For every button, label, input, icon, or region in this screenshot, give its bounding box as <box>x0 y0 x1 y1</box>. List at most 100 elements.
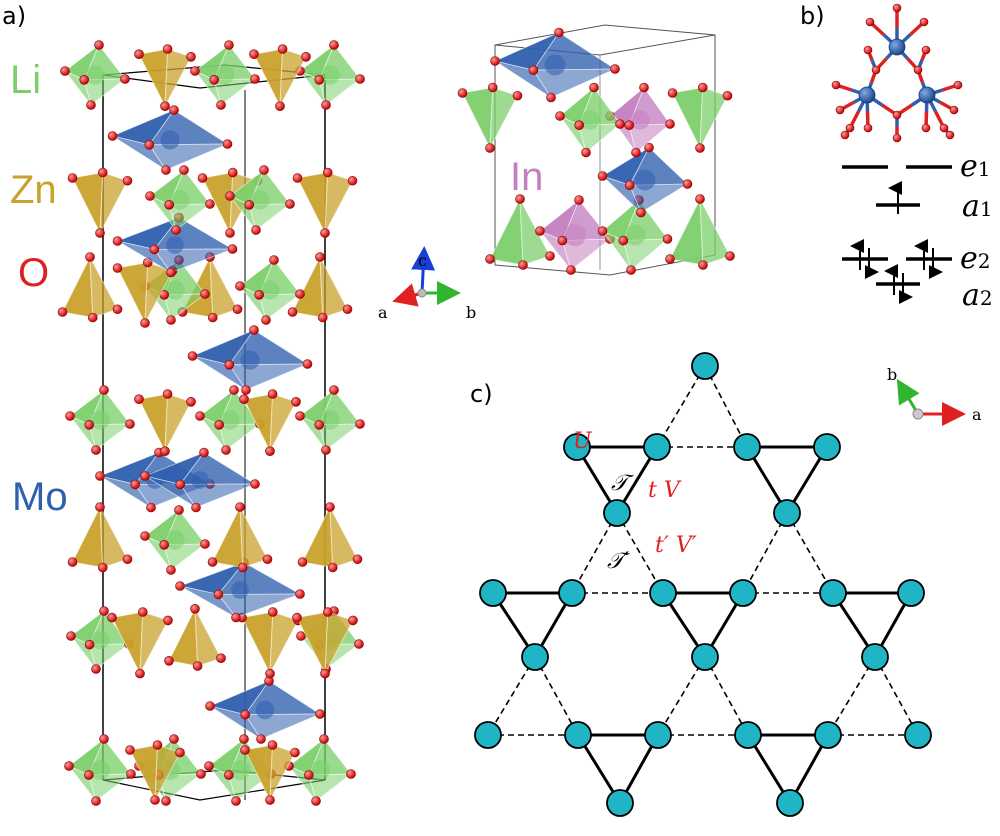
oxygen-atom <box>512 90 523 101</box>
mo-octahedron <box>107 105 233 175</box>
oxygen-atom <box>224 40 234 50</box>
oxygen-atom <box>150 795 160 805</box>
oxygen-atom <box>171 225 181 235</box>
oxygen-atom <box>667 88 678 98</box>
oxygen-atom <box>265 795 275 805</box>
oxygen-atom <box>871 65 881 75</box>
zoom-polyhedra <box>457 27 735 275</box>
oxygen-atom <box>196 769 206 779</box>
bond-inter <box>656 365 706 448</box>
oxygen-atom <box>161 165 171 175</box>
oxygen-atom <box>557 235 568 246</box>
oxygen-atom <box>301 51 311 62</box>
oxygen-atom <box>95 228 105 238</box>
oxygen-atom <box>921 123 931 133</box>
oxygen-atom <box>99 734 109 744</box>
oxygen-atom <box>250 74 260 84</box>
oxygen-atom <box>845 123 855 133</box>
zn-tetrahedron <box>297 502 363 573</box>
oxygen-atom <box>831 80 841 90</box>
oxygen-atom <box>329 40 339 50</box>
oxygen-atom <box>140 318 150 328</box>
bond-inter <box>616 512 664 594</box>
oxygen-atom <box>166 565 176 575</box>
axes-triad-a: c a b <box>378 246 476 322</box>
oxygen-atom <box>160 101 170 111</box>
oxygen-atom <box>122 554 133 565</box>
lattice-site <box>558 579 586 607</box>
oxygen-atom <box>320 668 330 679</box>
oxygen-atom <box>287 307 298 317</box>
zn-tetrahedron <box>57 252 123 323</box>
level-a2-label: a2 <box>962 278 993 313</box>
oxygen-atom <box>348 615 358 626</box>
oxygen-atom <box>636 207 646 218</box>
oxygen-atom <box>835 105 845 115</box>
oxygen-atom <box>216 653 226 664</box>
oxygen-atom <box>291 396 301 407</box>
bond-inter <box>487 656 536 736</box>
oxygen-atom <box>125 745 135 755</box>
oxygen-atom <box>315 709 325 719</box>
zn-tetrahedron <box>249 44 311 111</box>
oxygen-atom <box>725 251 735 261</box>
oxygen-atom <box>355 74 365 84</box>
zn-tetrahedron <box>292 607 358 679</box>
oxygen-atom <box>892 133 902 143</box>
lattice-site <box>603 499 631 527</box>
zn-tetrahedron <box>67 502 133 573</box>
oxygen-atom <box>574 195 584 205</box>
oxygen-atom <box>227 167 238 178</box>
oxygen-atom <box>125 419 135 429</box>
oxygen-atom <box>95 502 105 512</box>
oxygen-atom <box>192 661 203 671</box>
oxygen-atom <box>285 199 295 209</box>
oxygen-atom <box>237 562 248 573</box>
mo-octahedron <box>205 676 325 744</box>
oxygen-atom <box>225 228 235 238</box>
oxygen-atom <box>615 119 625 129</box>
oxygen-atom <box>722 90 733 101</box>
mo-octahedron <box>597 142 693 218</box>
lattice-site <box>649 579 677 607</box>
oxygen-atom <box>107 131 118 141</box>
oxygen-atom <box>545 251 555 261</box>
lattice-site <box>813 433 841 461</box>
oxygen-atom <box>146 502 156 513</box>
oxygen-atom <box>152 740 163 750</box>
oxygen-atom <box>57 307 68 317</box>
oxygen-atom <box>163 615 173 626</box>
bond-inter <box>827 656 876 736</box>
in-label: In <box>510 155 543 199</box>
oxygen-atom <box>174 505 184 515</box>
zn-tetrahedron <box>207 502 273 573</box>
bond-inter <box>704 656 749 736</box>
oxygen-atom <box>222 139 233 149</box>
zn-tetrahedron <box>239 389 301 457</box>
oxygen-atom <box>175 747 185 758</box>
oxygen-atom <box>235 281 245 291</box>
oxygen-atom <box>292 173 303 183</box>
li-octahedron <box>295 385 365 455</box>
oxygen-atom <box>555 111 565 121</box>
oxygen-atom <box>945 130 955 140</box>
oxygen-atom <box>342 304 353 315</box>
oxygen-atom <box>112 263 123 273</box>
oxygen-atom <box>207 557 218 567</box>
oxygen-atom <box>262 554 273 565</box>
oxygen-atom <box>297 557 308 567</box>
oxygen-atom <box>695 143 705 153</box>
li-octahedron <box>145 165 215 235</box>
oxygen-atom <box>67 557 78 567</box>
oxygen-atom <box>227 244 238 254</box>
oxygen-atom <box>865 17 875 27</box>
oxygen-atom <box>205 199 215 209</box>
label-U: U <box>573 429 593 454</box>
bond-inter <box>742 512 788 594</box>
oxygen-atom <box>86 100 96 110</box>
oxygen-atom <box>275 101 285 111</box>
oxygen-atom <box>321 100 331 110</box>
energy-levels: e1 a1 e2 a2 <box>842 149 993 313</box>
oxygen-atom <box>91 796 101 806</box>
